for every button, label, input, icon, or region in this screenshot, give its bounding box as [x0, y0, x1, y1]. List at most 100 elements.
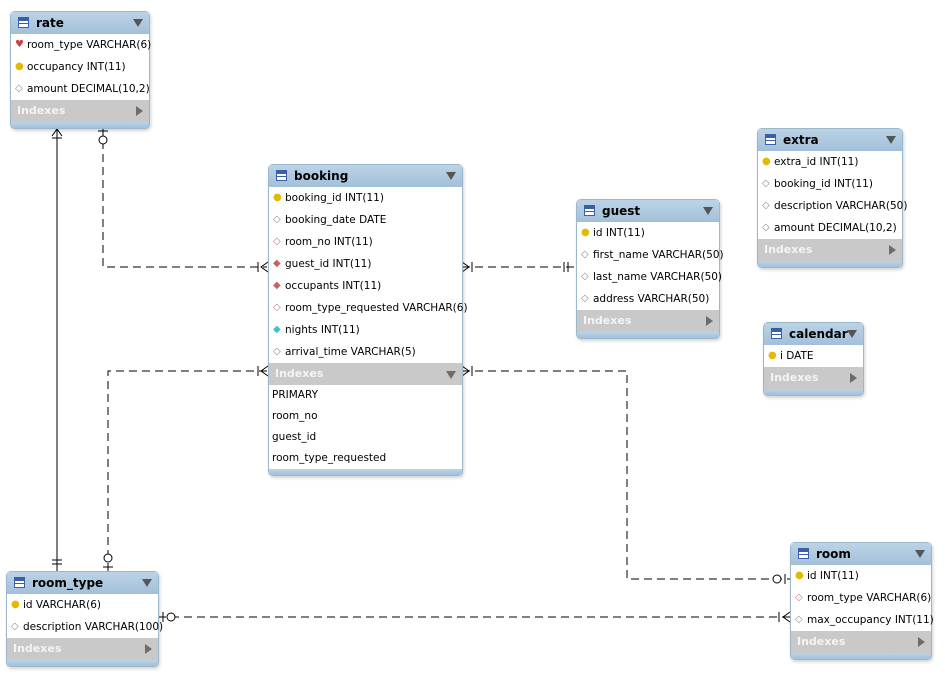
indexes-bar[interactable]: Indexes	[269, 363, 462, 385]
crowfoot-room-roomtype	[782, 611, 791, 623]
table-header[interactable]: rate	[11, 12, 149, 34]
column-diamond-icon: ◇	[15, 83, 23, 94]
table-title: booking	[294, 169, 349, 183]
table-header[interactable]: room	[791, 543, 931, 565]
table-rate[interactable]: rate ♥room_type VARCHAR(6) ●occupancy IN…	[10, 11, 151, 129]
collapse-caret-icon[interactable]	[915, 550, 925, 558]
collapse-caret-icon[interactable]	[847, 330, 857, 338]
collapse-caret-icon[interactable]	[886, 136, 896, 144]
expand-arrow-icon[interactable]	[136, 106, 143, 116]
table-icon	[584, 205, 595, 216]
table-icon	[18, 17, 29, 28]
index-row[interactable]: room_no	[272, 410, 318, 422]
column-row[interactable]: ●i DATE	[764, 345, 863, 367]
column-row[interactable]: ◇room_type VARCHAR(6)	[791, 587, 931, 609]
table-extra[interactable]: extra ●extra_id INT(11) ◇booking_id INT(…	[757, 128, 907, 268]
column-row[interactable]: ●id INT(11)	[791, 565, 931, 587]
column-row[interactable]: ●id VARCHAR(6)	[7, 594, 158, 616]
column-row[interactable]: ◇first_name VARCHAR(50)	[577, 244, 724, 266]
indexes-bar[interactable]: Indexes	[764, 367, 863, 389]
table-guest[interactable]: guest ●id INT(11) ◇first_name VARCHAR(50…	[576, 199, 724, 339]
circle-rate-booking	[98, 135, 108, 145]
column-diamond-icon: ◇	[762, 200, 770, 211]
column-row[interactable]: ◇description VARCHAR(50)	[758, 195, 907, 217]
column-diamond-icon: ◇	[581, 293, 589, 304]
expand-arrow-icon[interactable]	[889, 245, 896, 255]
indexes-bar[interactable]: Indexes	[7, 638, 158, 660]
table-title: room	[816, 547, 851, 561]
collapse-caret-icon[interactable]	[133, 19, 143, 27]
collapse-caret-icon[interactable]	[142, 579, 152, 587]
collapse-arrow-icon[interactable]	[446, 371, 456, 379]
expand-arrow-icon[interactable]	[850, 373, 857, 383]
table-header[interactable]: extra	[758, 129, 902, 151]
column-row[interactable]: ◇arrival_time VARCHAR(5)	[269, 341, 462, 363]
column-row[interactable]: ●booking_id INT(11)	[269, 187, 462, 209]
crowfoot-booking-rate	[260, 261, 269, 273]
table-header[interactable]: room_type	[7, 572, 158, 594]
table-icon	[798, 548, 809, 559]
indexes-bar[interactable]: Indexes	[791, 631, 931, 653]
column-row[interactable]: ◇room_type_requested VARCHAR(6)	[269, 297, 468, 319]
column-row[interactable]: ◇address VARCHAR(50)	[577, 288, 719, 310]
table-title: room_type	[32, 576, 104, 590]
collapse-caret-icon[interactable]	[446, 172, 456, 180]
primary-key-icon: ●	[581, 227, 590, 238]
crowfoot-booking-room	[461, 365, 470, 377]
column-diamond-icon: ◇	[762, 222, 770, 233]
expand-arrow-icon[interactable]	[706, 316, 713, 326]
indexes-bar[interactable]: Indexes	[577, 310, 719, 332]
column-row[interactable]: ◇booking_id INT(11)	[758, 173, 902, 195]
column-row[interactable]: ◆occupants INT(11)	[269, 275, 462, 297]
column-row[interactable]: ◇amount DECIMAL(10,2)	[11, 78, 150, 100]
primary-key-icon: ●	[15, 61, 24, 72]
table-footer	[269, 469, 462, 475]
table-room-type[interactable]: room_type ●id VARCHAR(6) ◇description VA…	[6, 571, 163, 667]
table-title: guest	[602, 204, 641, 218]
table-footer	[791, 653, 931, 659]
column-row[interactable]: ◆nights INT(11)	[269, 319, 462, 341]
column-row[interactable]: ●occupancy INT(11)	[11, 56, 149, 78]
crowfoot-booking-roomtype	[260, 365, 269, 377]
expand-arrow-icon[interactable]	[918, 637, 925, 647]
table-room[interactable]: room ●id INT(11) ◇room_type VARCHAR(6) ◇…	[790, 542, 934, 660]
fk-hollow-diamond-icon: ◇	[273, 302, 281, 313]
column-row[interactable]: ◇booking_date DATE	[269, 209, 462, 231]
column-row[interactable]: ◇amount DECIMAL(10,2)	[758, 217, 902, 239]
table-header[interactable]: booking	[269, 165, 462, 187]
primary-key-icon: ●	[768, 350, 777, 361]
crowfoot-rate	[51, 128, 63, 137]
column-row[interactable]: ●id INT(11)	[577, 222, 719, 244]
indexes-bar[interactable]: Indexes	[11, 100, 149, 122]
column-row[interactable]: ◇max_occupancy INT(11)	[791, 609, 934, 631]
column-diamond-icon: ◇	[11, 621, 19, 632]
table-icon	[771, 328, 782, 339]
column-row[interactable]: ◇description VARCHAR(100)	[7, 616, 163, 638]
index-row[interactable]: room_type_requested	[272, 452, 387, 464]
table-booking[interactable]: booking ●booking_id INT(11) ◇booking_dat…	[268, 164, 468, 476]
table-calendar[interactable]: calendar ●i DATE Indexes	[763, 322, 864, 396]
column-row[interactable]: ◆guest_id INT(11)	[269, 253, 462, 275]
table-header[interactable]: calendar	[764, 323, 863, 345]
collapse-caret-icon[interactable]	[703, 207, 713, 215]
indexes-bar[interactable]: Indexes	[758, 239, 902, 261]
primary-key-icon: ●	[11, 599, 20, 610]
expand-arrow-icon[interactable]	[145, 644, 152, 654]
fk-hollow-diamond-icon: ◇	[273, 236, 281, 247]
column-row[interactable]: ●extra_id INT(11)	[758, 151, 902, 173]
circle-roomtype-room	[166, 612, 176, 622]
column-row[interactable]: ♥room_type VARCHAR(6)	[11, 34, 151, 56]
table-header[interactable]: guest	[577, 200, 719, 222]
table-footer	[7, 660, 158, 666]
crowfoot-booking-guest	[461, 261, 470, 273]
column-row[interactable]: ◇last_name VARCHAR(50)	[577, 266, 722, 288]
notnull-diamond-icon: ◆	[273, 324, 281, 335]
rel-roomtype-booking	[107, 370, 267, 571]
table-footer	[577, 332, 719, 338]
index-row[interactable]: guest_id	[272, 431, 317, 443]
column-row[interactable]: ◇room_no INT(11)	[269, 231, 462, 253]
column-diamond-icon: ◇	[795, 614, 803, 625]
column-diamond-icon: ◇	[762, 178, 770, 189]
index-row[interactable]: PRIMARY	[272, 389, 319, 401]
